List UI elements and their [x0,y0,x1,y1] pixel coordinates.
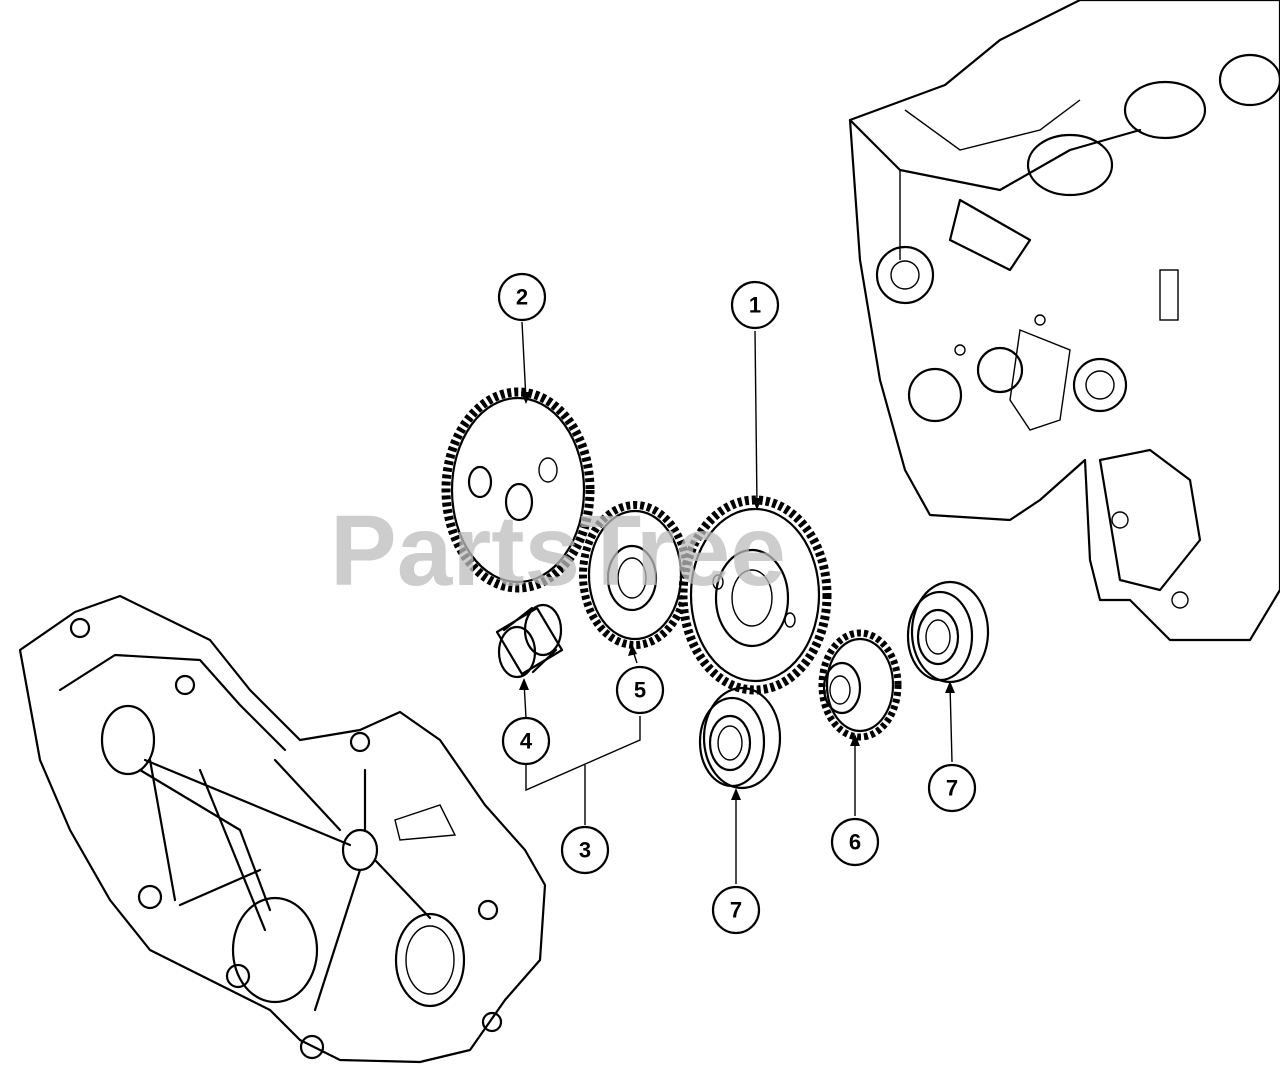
callout-3-label: 3 [579,838,591,863]
callout-5-label: 5 [634,678,646,703]
bushing-4 [495,603,564,679]
callout-7-upper: 7 [927,763,977,813]
callout-1: 1 [730,280,780,330]
callout-3: 3 [560,825,610,875]
callout-7-upper-label: 7 [946,776,958,801]
gear-6-small-gear [818,629,902,741]
callout-2-label: 2 [516,285,528,310]
callout-1-label: 1 [749,293,761,318]
callout-7-lower-label: 7 [730,898,742,923]
bearing-7-upper [906,580,990,684]
callout-7-lower: 7 [711,885,761,935]
gear-5-idler-gear [579,501,691,649]
callout-2: 2 [497,272,547,322]
callout-5: 5 [615,665,665,715]
bearing-7-lower [698,686,782,790]
gear-2-large-drive-gear [441,387,595,593]
callout-4: 4 [501,716,551,766]
watermark-text: PartsTree [330,495,786,607]
gear-housing-cover [18,594,547,1064]
callout-4-label: 4 [520,729,533,754]
callout-6-label: 6 [849,830,861,855]
callout-6: 6 [830,817,880,867]
leader-lines [519,321,955,884]
engine-block [848,0,1280,642]
gear-1-main-gear [678,495,832,695]
